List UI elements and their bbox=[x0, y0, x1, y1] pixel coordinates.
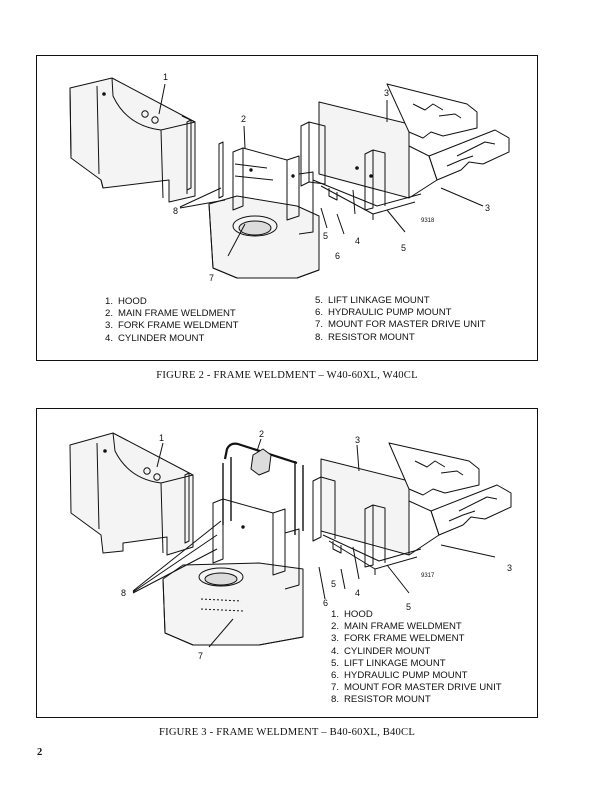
figure-3-frame: 1 2 3 3 8 9317 5 4 5 6 7 1.HOOD 2.MAIN F… bbox=[36, 408, 538, 718]
figure-2-caption: FIGURE 2 - FRAME WELDMENT – W40-60XL, W4… bbox=[156, 370, 418, 381]
legend-item: 3.FORK FRAME WELDMENT bbox=[330, 633, 465, 645]
legend-item: 2.MAIN FRAME WELDMENT bbox=[330, 621, 462, 633]
fig2-callout-2: 2 bbox=[241, 114, 246, 124]
legend-item: 8.RESISTOR MOUNT bbox=[330, 694, 431, 706]
legend-item: 7.MOUNT FOR MASTER DRIVE UNIT bbox=[330, 682, 502, 694]
fig2-callout-1: 1 bbox=[163, 72, 168, 82]
figure-3-drawing: 1 2 3 3 8 9317 5 4 5 6 7 bbox=[69, 429, 512, 661]
legend-item: 2.MAIN FRAME WELDMENT bbox=[104, 308, 236, 320]
fig2-callout-4: 4 bbox=[355, 236, 360, 246]
figure-3-legend: 1.HOOD 2.MAIN FRAME WELDMENT 3.FORK FRAM… bbox=[323, 609, 502, 707]
legend-item: 8.RESISTOR MOUNT bbox=[314, 331, 415, 343]
fig3-callout-2: 2 bbox=[259, 429, 264, 439]
main-frame-drawing bbox=[208, 147, 320, 279]
fig2-drawing-code: 9318 bbox=[421, 218, 435, 224]
fig2-callout-7: 7 bbox=[209, 273, 214, 283]
legend-item: 6.HYDRAULIC PUMP MOUNT bbox=[330, 670, 468, 682]
fig3-callout-4: 4 bbox=[355, 588, 360, 598]
figure-2-legend-right: 5.LIFT LINKAGE MOUNT 6.HYDRAULIC PUMP MO… bbox=[307, 295, 486, 344]
legend-item: 4.CYLINDER MOUNT bbox=[330, 645, 431, 657]
fig3-callout-7: 7 bbox=[198, 651, 203, 661]
fig3-callout-6: 6 bbox=[323, 598, 328, 608]
fig2-callout-3b: 3 bbox=[485, 203, 490, 213]
fig2-callout-6: 6 bbox=[335, 251, 340, 261]
hood-drawing bbox=[69, 77, 196, 203]
fig2-callout-5b: 5 bbox=[401, 243, 406, 253]
legend-item: 5.LIFT LINKAGE MOUNT bbox=[330, 657, 446, 669]
fig3-callout-5a: 5 bbox=[331, 579, 336, 589]
fig3-callout-5b: 5 bbox=[406, 602, 411, 612]
legend-item: 4.CYLINDER MOUNT bbox=[104, 332, 205, 344]
figure-2-drawing: 1 2 3 3 8 9318 5 4 5 6 7 bbox=[69, 72, 510, 283]
figure-2-frame: 1 2 3 3 8 9318 5 4 5 6 7 1.HOOD 2.MAIN F… bbox=[36, 55, 538, 361]
fork-frame-drawing bbox=[312, 442, 512, 575]
fig3-callout-8: 8 bbox=[121, 588, 126, 598]
legend-item: 1.HOOD bbox=[330, 609, 373, 620]
fig2-callout-3a: 3 bbox=[384, 88, 389, 98]
fork-frame-drawing bbox=[300, 83, 510, 220]
fig3-callout-3a: 3 bbox=[355, 435, 360, 445]
legend-item: 6.HYDRAULIC PUMP MOUNT bbox=[314, 307, 452, 319]
page-number: 2 bbox=[37, 747, 43, 758]
fig2-callout-5a: 5 bbox=[323, 231, 328, 241]
figure-2-legend-left: 1.HOOD 2.MAIN FRAME WELDMENT 3.FORK FRAM… bbox=[97, 296, 238, 345]
main-frame-drawing bbox=[162, 442, 304, 646]
fig3-callout-3b: 3 bbox=[507, 563, 512, 573]
legend-item: 1.HOOD bbox=[104, 296, 147, 307]
legend-item: 7.MOUNT FOR MASTER DRIVE UNIT bbox=[314, 319, 486, 331]
figure-2-leader-lines bbox=[158, 83, 484, 257]
side-plate-drawing bbox=[186, 119, 192, 191]
hood-drawing bbox=[69, 432, 194, 556]
fig3-drawing-code: 9317 bbox=[421, 573, 435, 579]
fig2-callout-8: 8 bbox=[173, 206, 178, 216]
fig3-callout-1: 1 bbox=[159, 433, 164, 443]
figure-3-leader-lines bbox=[132, 438, 496, 648]
legend-item: 3.FORK FRAME WELDMENT bbox=[104, 320, 239, 332]
legend-item: 5.LIFT LINKAGE MOUNT bbox=[314, 295, 430, 306]
resistor-plate-drawing bbox=[218, 141, 224, 199]
figure-3-caption: FIGURE 3 - FRAME WELDMENT – B40-60XL, B4… bbox=[159, 727, 415, 738]
